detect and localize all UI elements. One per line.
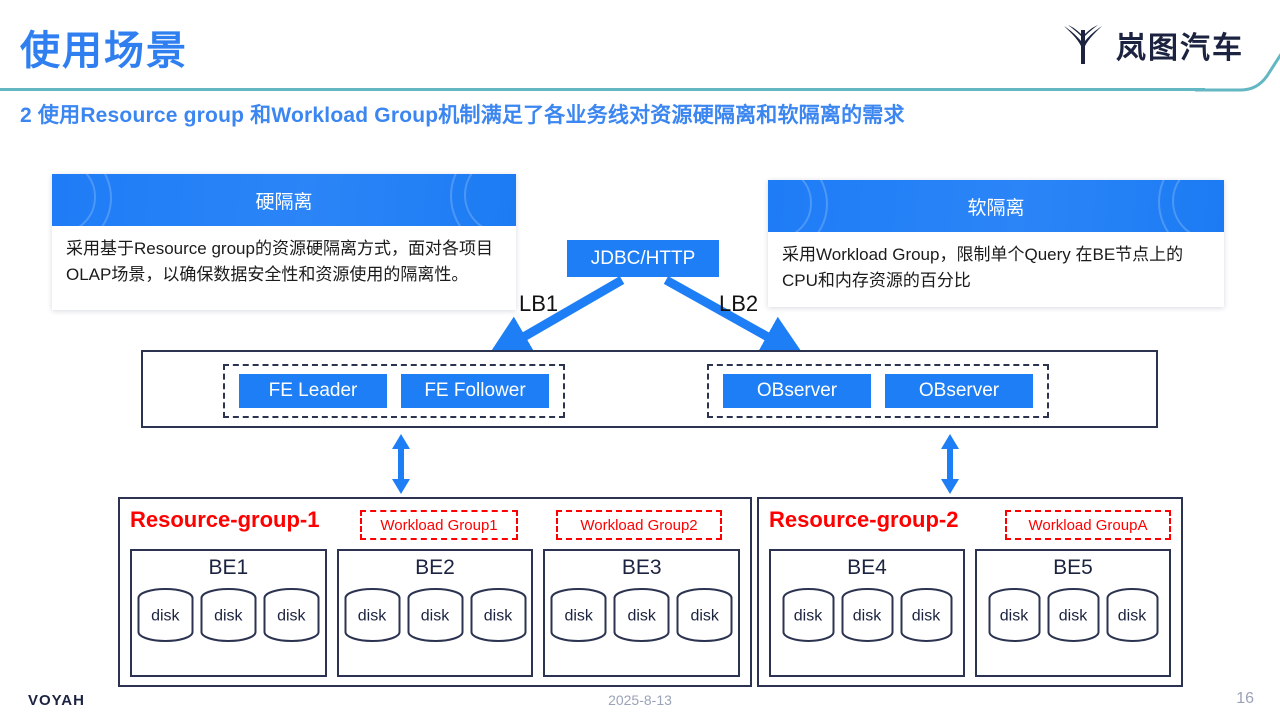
disk-icon: disk: [674, 586, 735, 646]
disk-label: disk: [852, 607, 882, 625]
observer-node-1: OBserver: [723, 374, 871, 408]
card-hard-isolation-header: 硬隔离: [52, 174, 516, 226]
be-node-be5: BE5 disk disk disk: [975, 549, 1171, 677]
disk-icon: disk: [1104, 586, 1161, 646]
resource-group-1-be-row: BE1 disk disk disk: [130, 549, 741, 677]
lb1-label: LB1: [519, 291, 559, 316]
be-node-label: BE2: [415, 556, 455, 579]
disk-icon: disk: [548, 586, 609, 646]
resource-group-1-header: Resource-group-1 Workload Group1 Workloa…: [120, 499, 750, 547]
brand: 岚图汽车: [1060, 22, 1244, 68]
disk-list: disk disk disk: [342, 586, 529, 646]
disk-label: disk: [999, 607, 1029, 625]
slide-subtitle: 2 使用Resource group 和Workload Group机制满足了各…: [20, 104, 905, 127]
disk-label: disk: [793, 607, 823, 625]
card-soft-isolation-body: 采用Workload Group，限制单个Query 在BE节点上的CPU和内存…: [782, 245, 1184, 291]
disk-label: disk: [564, 607, 593, 625]
page-title: 使用场景: [20, 29, 188, 73]
resource-group-2-header: Resource-group-2 Workload GroupA: [759, 499, 1181, 547]
brand-name: 岚图汽车: [1116, 32, 1244, 65]
disk-label: disk: [627, 607, 656, 625]
be-node-be3: BE3 disk disk disk: [543, 549, 741, 677]
fe-follower-node: FE Follower: [401, 374, 549, 408]
disk-label: disk: [214, 607, 243, 625]
disk-label: disk: [483, 607, 513, 625]
title-divider-curve: [1195, 40, 1280, 92]
resource-group-2-be-row: BE4 disk disk disk: [769, 549, 1171, 677]
observer-node-2: OBserver: [885, 374, 1033, 408]
disk-label: disk: [277, 607, 306, 625]
resource-group-1-title: Resource-group-1: [130, 507, 320, 532]
disk-icon: disk: [898, 586, 955, 646]
footer-page-number: 16: [1236, 690, 1254, 707]
disk-icon: disk: [198, 586, 259, 646]
card-soft-isolation-header: 软隔离: [768, 180, 1224, 232]
disk-label: disk: [151, 607, 180, 625]
disk-list: disk disk disk: [780, 586, 955, 646]
disk-list: disk disk disk: [548, 586, 735, 646]
lb2-label: LB2: [719, 291, 759, 316]
disk-label: disk: [690, 607, 719, 625]
fe-leader-node: FE Leader: [239, 374, 387, 408]
title-divider: [0, 88, 1205, 91]
jdbc-http-node: JDBC/HTTP: [567, 240, 719, 277]
decorative-circle-icon: [768, 180, 828, 232]
disk-icon: disk: [611, 586, 672, 646]
disk-icon: disk: [1045, 586, 1102, 646]
workload-group-a-chip: Workload GroupA: [1005, 510, 1171, 540]
be-node-be4: BE4 disk disk disk: [769, 549, 965, 677]
decorative-circle-icon: [450, 174, 516, 226]
disk-list: disk disk disk: [135, 586, 322, 646]
card-hard-isolation-title: 硬隔离: [255, 191, 313, 213]
footer-voyah-logo: VOYAH: [28, 692, 85, 709]
double-headed-vertical-arrow-icon: [389, 434, 413, 494]
decorative-circle-icon: [1158, 180, 1224, 232]
be-node-label: BE5: [1053, 556, 1093, 579]
disk-icon: disk: [839, 586, 896, 646]
decorative-circle-icon: [52, 174, 112, 226]
card-soft-isolation-title: 软隔离: [967, 197, 1025, 219]
disk-icon: disk: [468, 586, 529, 646]
disk-icon: disk: [405, 586, 466, 646]
resource-group-2-title: Resource-group-2: [769, 507, 959, 532]
be-node-label: BE1: [208, 556, 249, 579]
card-hard-isolation-body: 采用基于Resource group的资源硬隔离方式，面对各项目OLAP场景，以…: [66, 239, 493, 285]
disk-icon: disk: [342, 586, 403, 646]
disk-icon: disk: [780, 586, 837, 646]
be-node-be1: BE1 disk disk disk: [130, 549, 327, 677]
disk-list: disk disk disk: [986, 586, 1161, 646]
workload-group-2-chip: Workload Group2: [556, 510, 722, 540]
be-node-label: BE4: [847, 556, 887, 579]
observer-group: OBserver OBserver: [707, 364, 1049, 418]
disk-label: disk: [911, 607, 941, 625]
frontend-node-row: FE Leader FE Follower OBserver OBserver: [141, 350, 1158, 428]
footer-date: 2025-8-13: [608, 692, 672, 708]
disk-label: disk: [1058, 607, 1088, 625]
disk-icon: disk: [135, 586, 196, 646]
be-node-be2: BE2 disk disk disk: [336, 549, 534, 677]
fe-group: FE Leader FE Follower: [223, 364, 565, 418]
double-headed-vertical-arrow-icon: [938, 434, 962, 494]
voyah-wing-logo-icon: [1060, 22, 1106, 68]
disk-icon: disk: [986, 586, 1043, 646]
be-node-label: BE3: [621, 556, 662, 579]
card-hard-isolation: 硬隔离 采用基于Resource group的资源硬隔离方式，面对各项目OLAP…: [52, 174, 516, 310]
disk-icon: disk: [261, 586, 322, 646]
card-soft-isolation: 软隔离 采用Workload Group，限制单个Query 在BE节点上的CP…: [768, 180, 1224, 307]
disk-label: disk: [420, 607, 450, 625]
workload-group-1-chip: Workload Group1: [360, 510, 518, 540]
disk-label: disk: [1117, 607, 1147, 625]
resource-group-2-panel: Resource-group-2 Workload GroupA BE4 dis…: [757, 497, 1183, 687]
disk-label: disk: [357, 607, 387, 625]
resource-group-1-panel: Resource-group-1 Workload Group1 Workloa…: [118, 497, 752, 687]
